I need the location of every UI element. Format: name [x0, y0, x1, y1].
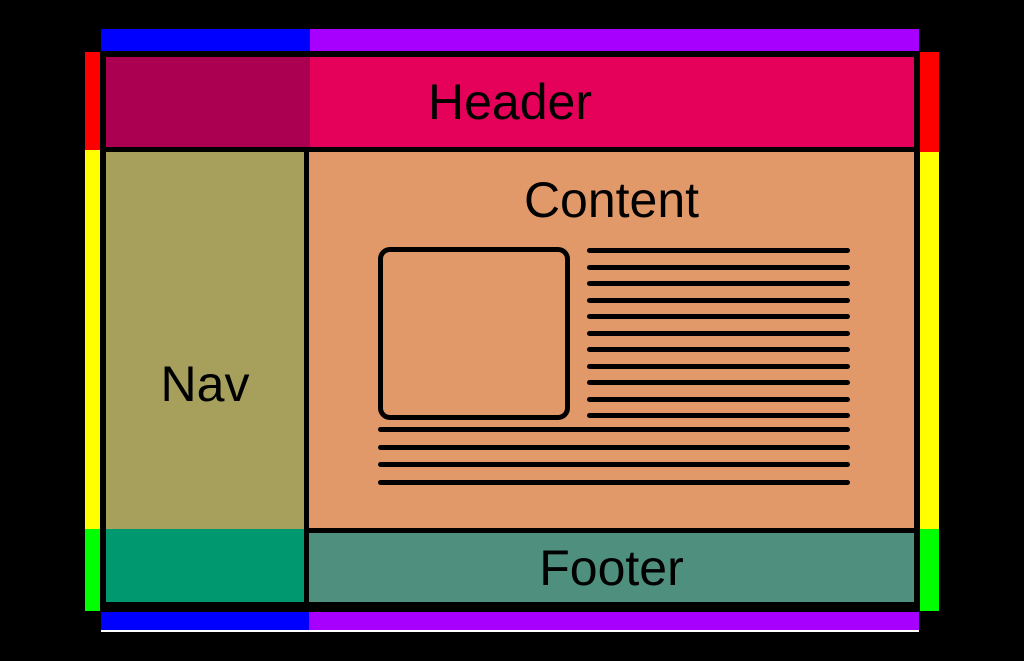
- content-label: Content: [523, 172, 700, 228]
- text-line: [587, 248, 850, 253]
- page-layout-box: Header Nav Content Footer: [100, 51, 920, 608]
- text-line: [378, 479, 850, 485]
- text-line: [378, 462, 850, 467]
- header-row-divider: [106, 147, 914, 152]
- text-line: [378, 444, 850, 450]
- row-track-bar-green-right: [920, 529, 939, 611]
- text-line: [587, 347, 850, 352]
- text-placeholder-lines-full: [378, 427, 850, 485]
- column-track-bar-purple-top: [310, 29, 919, 51]
- image-placeholder-box: [378, 247, 570, 420]
- column-track-bar-blue-bottom: [101, 612, 309, 630]
- nav-footer-overlap-region: [106, 529, 304, 602]
- column-track-bar-blue-top: [101, 29, 310, 51]
- text-line: [587, 297, 850, 303]
- content-region: Content: [309, 152, 914, 528]
- row-track-bar-yellow-left: [85, 150, 100, 529]
- column-divider: [304, 152, 309, 602]
- row-track-bar-green-left: [85, 529, 100, 611]
- header-nav-overlap-region: [106, 57, 310, 147]
- text-line: [587, 396, 850, 402]
- text-line: [378, 427, 850, 432]
- text-line: [587, 380, 850, 385]
- text-line: [587, 264, 850, 270]
- bottom-highlight-line: [101, 630, 919, 632]
- row-track-bar-yellow-right: [920, 152, 939, 529]
- footer-region: Footer: [309, 533, 914, 602]
- column-track-bar-purple-bottom: [309, 612, 919, 630]
- nav-label: Nav: [160, 356, 250, 412]
- text-line: [587, 413, 850, 418]
- row-track-bar-red-right: [920, 52, 939, 152]
- text-line: [587, 281, 850, 286]
- text-line: [587, 330, 850, 336]
- text-line: [587, 314, 850, 319]
- header-label: Header: [428, 74, 592, 130]
- row-track-bar-red-left: [85, 52, 100, 150]
- text-line: [587, 363, 850, 369]
- nav-region: [106, 152, 304, 529]
- text-placeholder-lines-right: [587, 248, 850, 418]
- footer-row-divider: [309, 528, 914, 533]
- header-region: [310, 57, 914, 147]
